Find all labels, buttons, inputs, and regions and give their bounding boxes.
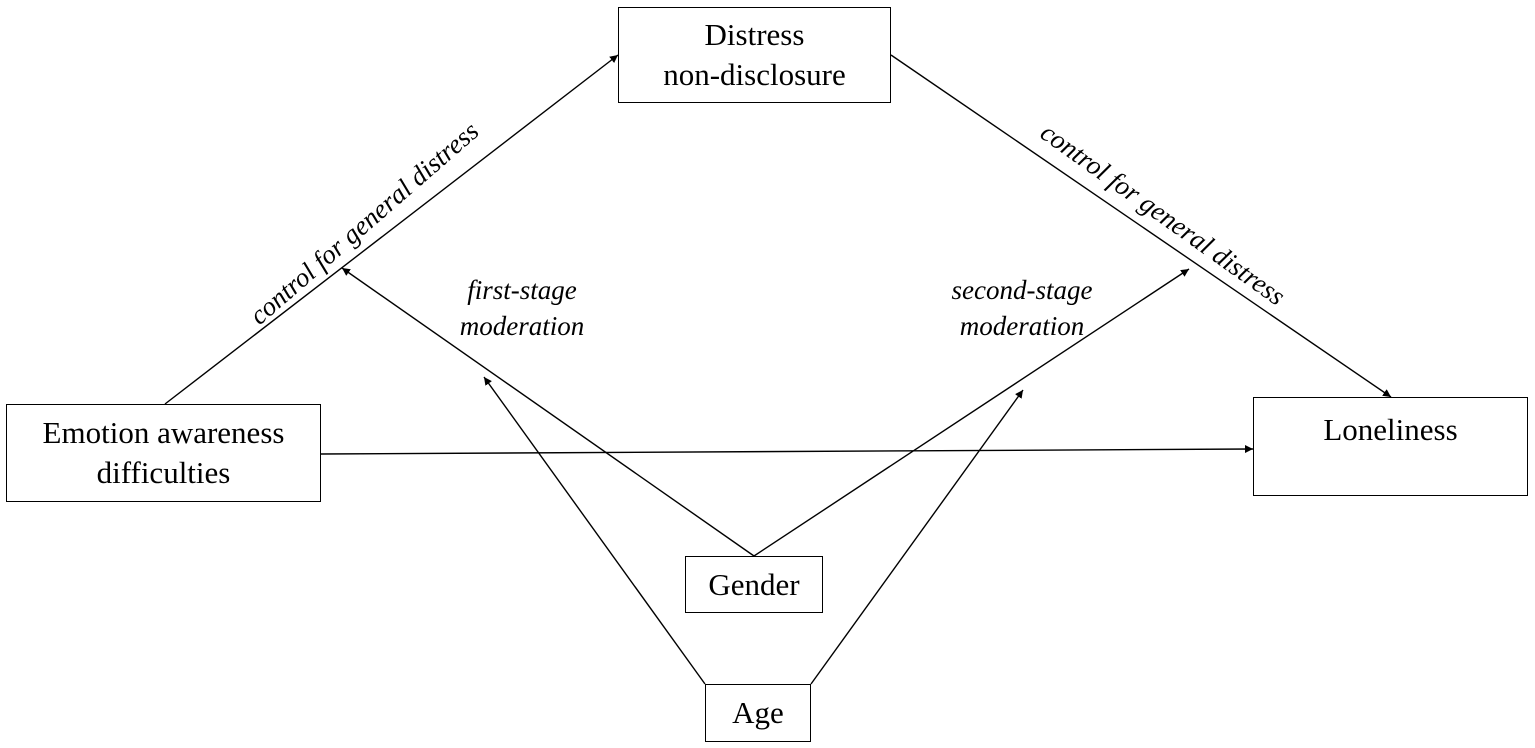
loneliness-box: Loneliness [1253,397,1528,496]
second-stage-moderation-label: second-stage moderation [952,272,1093,344]
first-stage-line1: first-stage [467,275,577,305]
distress-label-line1: Distress [704,17,805,52]
second-stage-line1: second-stage [951,275,1093,305]
distress-non-disclosure-box: Distress non-disclosure [618,7,891,103]
first-stage-line2: moderation [459,311,585,341]
emotion-awareness-box: Emotion awareness difficulties [6,404,321,502]
first-stage-moderation-label: first-stage moderation [460,272,585,344]
arrow-emotion-to-distress [164,54,619,405]
emotion-label-line2: difficulties [96,455,231,490]
gender-box: Gender [685,556,823,613]
arrow-gender-second-stage [753,268,1190,557]
gender-label: Gender [708,566,800,602]
arrow-distress-to-loneliness [890,54,1392,398]
arrow-emotion-to-loneliness [320,445,1254,455]
distress-label-line2: non-disclosure [663,57,846,92]
arrow-age-second-stage [810,389,1024,685]
age-box: Age [705,684,811,742]
arrow-age-first-stage [483,376,706,685]
emotion-label-line1: Emotion awareness [42,415,285,450]
age-label: Age [732,695,784,730]
arrow-gender-first-stage [341,267,755,557]
second-stage-line2: moderation [959,311,1085,341]
loneliness-label: Loneliness [1323,412,1458,447]
